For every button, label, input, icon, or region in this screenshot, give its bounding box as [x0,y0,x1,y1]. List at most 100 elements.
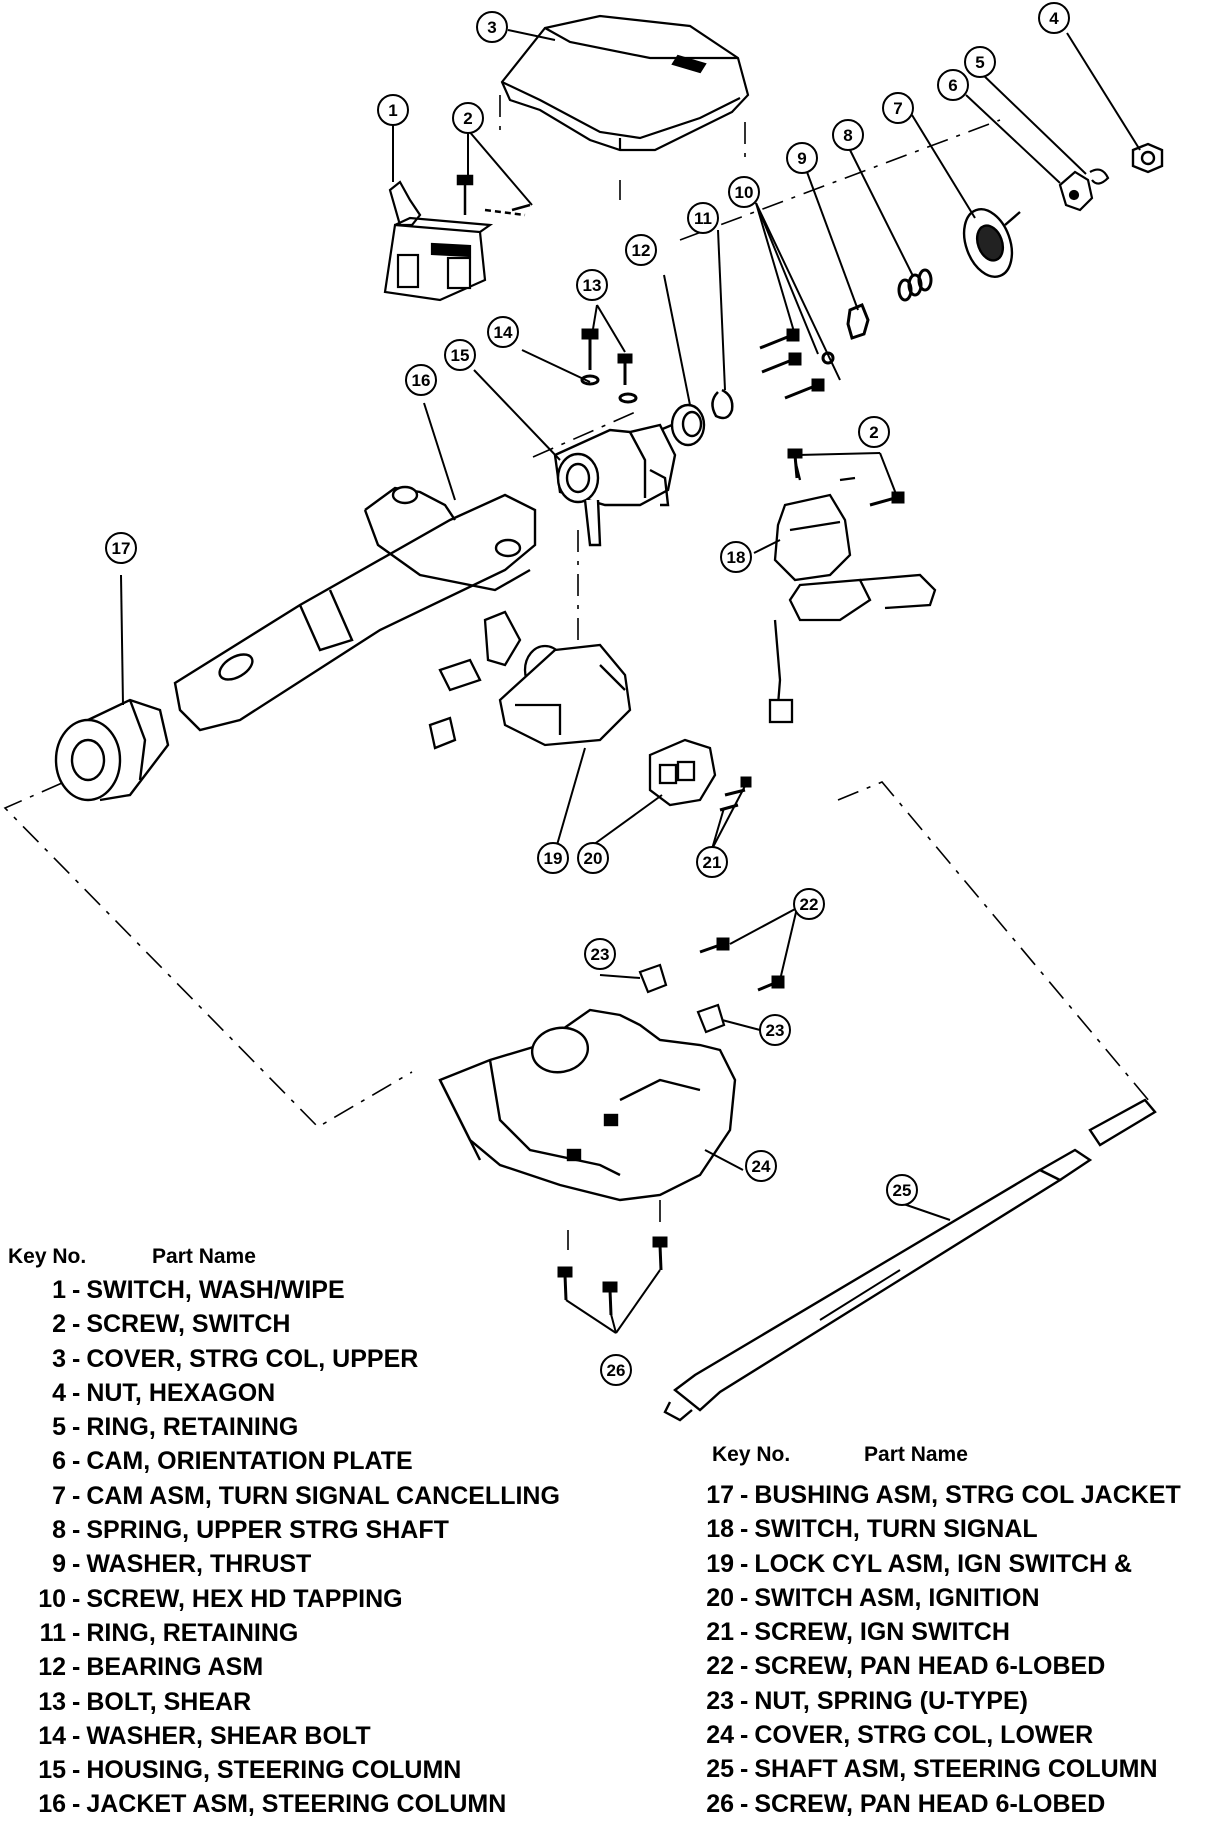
legend-part-name: RING, RETAINING [86,1618,299,1647]
callout-8: 8 [832,119,864,151]
legend-separator: - [72,1344,81,1373]
legend-separator: - [72,1550,81,1579]
callout-circle [759,1014,791,1046]
legend-part-name: SCREW, PAN HEAD 6-LOBED [754,1652,1106,1681]
legend-part-name: SCREW, PAN HEAD 6-LOBED [754,1789,1106,1818]
legend-row: 9-WASHER, THRUST [0,1547,560,1581]
legend-separator: - [740,1583,749,1612]
lower-column-cover [438,1008,737,1202]
legend-part-name: SCREW, HEX HD TAPPING [86,1584,403,1613]
legend-key-number: 3 [52,1344,66,1373]
legend-key-number: 17 [706,1481,734,1509]
legend-key-number: 22 [706,1652,734,1681]
legend-row: 26-SCREW, PAN HEAD 6-LOBED [676,1787,1181,1821]
legend-row: 12-BEARING ASM [0,1650,560,1684]
callout-label: 5 [975,53,984,72]
callout-25: 25 [886,1174,918,1206]
callout-circle [584,938,616,970]
callout-circle [793,888,825,920]
legend-right-header: Key No. Part Name [712,1443,968,1467]
retaining-ring-upper [1089,168,1110,185]
steering-shaft-assembly [663,1098,1157,1422]
legend-key-number: 1 [52,1276,66,1304]
legend-key-number: 15 [38,1756,66,1785]
legend-separator: - [72,1481,81,1510]
callout-12: 12 [625,234,657,266]
callout-2: 2 [452,102,484,134]
callout-circle [728,176,760,208]
legend-row: 1-SWITCH, WASH/WIPE [0,1273,560,1307]
callout-label: 2 [463,109,472,128]
callout-circle [745,1150,777,1182]
legend-key-number: 20 [706,1583,734,1612]
callout-5: 5 [964,46,996,78]
callout-14: 14 [487,316,519,348]
legend-separator: - [72,1584,81,1613]
callout-label: 18 [727,548,746,567]
legend-key-number: 9 [52,1550,66,1579]
steering-column-jacket [173,485,537,732]
legend-part-name: SWITCH ASM, IGNITION [754,1583,1040,1612]
callout-circle [405,364,437,396]
legend-row: 20-SWITCH ASM, IGNITION [676,1581,1181,1615]
legend-separator: - [72,1413,81,1442]
legend-separator: - [72,1447,81,1476]
callout-23: 23 [584,938,616,970]
legend-row: 11-RING, RETAINING [0,1616,560,1650]
bearing-assembly [659,403,706,447]
upper-column-cover [500,14,750,152]
legend-left-header: Key No. Part Name [8,1245,256,1269]
callout-label: 16 [412,371,431,390]
callout-21: 21 [696,846,728,878]
legend-separator: - [72,1378,81,1407]
thrust-washer [846,303,870,340]
callout-15: 15 [444,339,476,371]
legend-key-number: 7 [52,1481,66,1510]
legend-part-name: BOLT, SHEAR [86,1687,252,1716]
legend-key-number: 5 [52,1413,66,1442]
callout-9: 9 [786,142,818,174]
legend-row: 7-CAM ASM, TURN SIGNAL CANCELLING [0,1479,560,1513]
callout-circle [476,11,508,43]
callout-label: 17 [112,539,131,558]
legend-row: 15-HOUSING, STEERING COLUMN [0,1753,560,1787]
turn-signal-switch [768,459,937,724]
legend-part-name: COVER, STRG COL, LOWER [754,1721,1094,1750]
callout-circle [832,119,864,151]
legend-key-number: 12 [38,1653,66,1682]
pan-head-screws-lower [557,1236,668,1316]
legend-row: 2-SCREW, SWITCH [0,1307,560,1341]
callout-26: 26 [600,1354,632,1386]
legend-separator: - [72,1790,81,1819]
legend-part-name: COVER, STRG COL, UPPER [86,1344,419,1373]
legend-key-header: Key No. [8,1245,87,1268]
legend-row: 4-NUT, HEXAGON [0,1376,560,1410]
callout-label: 4 [1049,9,1059,28]
hexagon-nut [1131,142,1164,174]
legend-row: 3-COVER, STRG COL, UPPER [0,1342,560,1376]
legend-part-name: SCREW, SWITCH [86,1310,291,1339]
callout-label: 12 [632,241,651,260]
callout-circle [577,842,609,874]
callout-circle [886,1174,918,1206]
callout-label: 15 [451,346,470,365]
legend-key-number: 11 [39,1618,66,1647]
callout-label: 8 [843,126,852,145]
legend-row: 23-NUT, SPRING (U-TYPE) [676,1684,1181,1718]
jacket-bushing [54,698,170,802]
legend-key-number: 2 [52,1310,66,1339]
callout-circle [625,234,657,266]
legend-key-number: 13 [38,1687,66,1716]
legend-row: 17-BUSHING ASM, STRG COL JACKET [676,1478,1181,1512]
legend-row: 10-SCREW, HEX HD TAPPING [0,1582,560,1616]
legend-name-header: Part Name [152,1245,256,1268]
callout-label: 13 [583,276,602,295]
legend-separator: - [740,1652,749,1681]
callout-18: 18 [720,541,752,573]
callout-circle [377,94,409,126]
shear-bolts [580,328,638,404]
callout-circle [937,69,969,101]
legend-separator: - [72,1516,81,1545]
callout-20: 20 [577,842,609,874]
retaining-ring-lower [711,388,734,420]
